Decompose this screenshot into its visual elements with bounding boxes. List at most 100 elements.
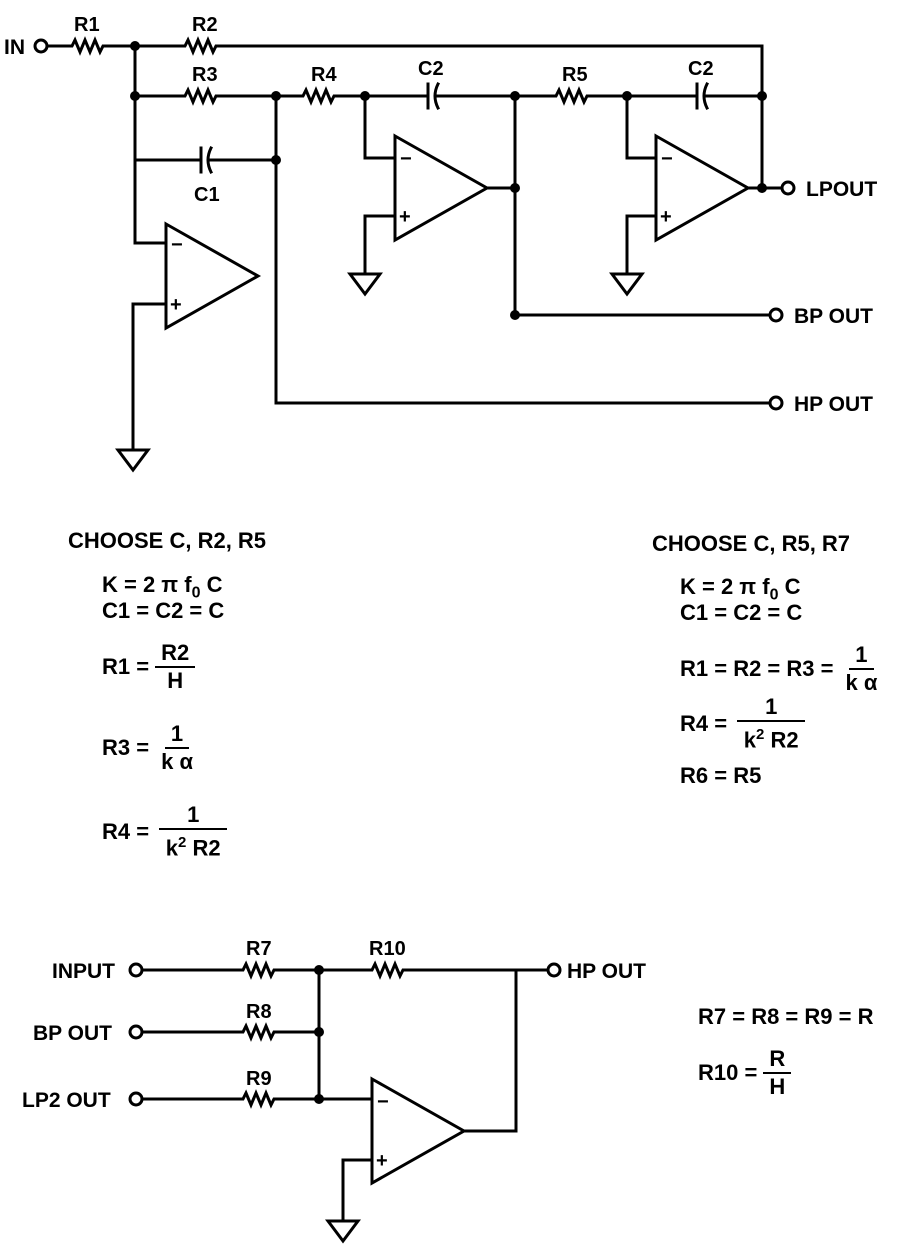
junction-dot [130, 41, 140, 51]
junction-dot [510, 183, 520, 193]
opamp-3 [654, 133, 752, 243]
lp2-out-label: LP2 OUT [22, 1089, 111, 1112]
left-r4-denominator: k2 R2 [160, 830, 227, 860]
r2-feedback-wire [133, 36, 764, 98]
r8-label: R8 [246, 1001, 272, 1023]
bp-out-label: BP OUT [794, 305, 873, 328]
bottom-schematic: INPUT R7 R10 HP OUT BP OUT R8 LP2 OUT R9… [22, 938, 646, 1244]
right-design-title: CHOOSE C, R5, R7 [652, 531, 851, 556]
hp-out-terminal [768, 395, 784, 411]
lp-out-label: LPOUT [806, 178, 877, 201]
opamp-summing-plus: + [376, 1150, 388, 1172]
opamp-3-plus: + [660, 206, 672, 228]
right-r4-den-k: k [743, 727, 757, 753]
left-r4-den-k: k [165, 835, 179, 861]
lp-out-terminal [780, 180, 796, 196]
r10-label: R10 [369, 938, 406, 960]
opamp-1-plus: + [170, 294, 182, 316]
summing-r10-lhs: R10 = [698, 1060, 758, 1085]
bottom-hp-out-label: HP OUT [567, 960, 646, 983]
left-design-title: CHOOSE C, R2, R5 [68, 528, 267, 553]
in-label: IN [4, 36, 25, 59]
r4-resistor [274, 86, 367, 106]
right-r123-denominator: k α [845, 670, 878, 695]
left-r1-lhs: R1 = [102, 654, 150, 679]
lp-out-wire [746, 94, 784, 190]
r3-label: R3 [192, 64, 218, 86]
junction-dot [271, 155, 281, 165]
right-r4-numerator: 1 [737, 695, 806, 722]
r1-resistor [45, 36, 137, 56]
left-vertical-wire [133, 44, 168, 245]
ground-2-icon [347, 272, 383, 297]
lp2-out-terminal [128, 1091, 144, 1107]
input-terminal [128, 962, 144, 978]
left-r4-den-sup: 2 [178, 834, 187, 851]
opamp-3-ground-wire [625, 214, 658, 276]
r8-resistor [140, 1022, 321, 1042]
left-k-tail: C [200, 572, 223, 597]
opamp-3-inv-wire [625, 94, 658, 160]
left-k-equation: K = 2 π f0 C [102, 572, 223, 602]
right-k-tail: C [778, 574, 801, 599]
opamp-summing [370, 1076, 468, 1186]
left-r3-numerator: 1 [164, 722, 190, 749]
right-k-subscript: 0 [769, 586, 779, 604]
r9-label: R9 [246, 1068, 272, 1090]
left-r1-denominator: H [167, 668, 184, 693]
opamp-2-minus: − [400, 148, 412, 170]
input-label: INPUT [52, 960, 115, 983]
hp-out-label: HP OUT [794, 393, 873, 416]
junction-dot [314, 1027, 324, 1037]
r5-resistor [513, 86, 629, 106]
junction-dot [510, 310, 520, 320]
junction-dot [757, 91, 767, 101]
opamp-1 [164, 221, 262, 331]
c1-capacitor [133, 145, 278, 175]
c1-label: C1 [194, 184, 220, 206]
right-r4-lhs: R4 = [680, 710, 728, 736]
bp-out-terminal [768, 307, 784, 323]
opamp-2-inv-wire [363, 94, 397, 160]
left-c-equation: C1 = C2 = C [102, 598, 225, 623]
junction-dot [130, 91, 140, 101]
junction-dot [510, 91, 520, 101]
right-r6-equation: R6 = R5 [680, 763, 762, 788]
in-terminal [33, 38, 49, 54]
opamp-summing-minus: − [377, 1091, 389, 1113]
opamp-summing-ground-wire [341, 1158, 374, 1223]
summing-r10-denominator: H [769, 1074, 786, 1099]
c2-first-capacitor [363, 81, 517, 111]
r3-resistor [133, 86, 278, 106]
junction-dot [360, 91, 370, 101]
r5-label: R5 [562, 64, 588, 86]
r4-label: R4 [311, 64, 337, 86]
bottom-bp-out-label: BP OUT [33, 1022, 112, 1045]
right-r123-numerator: 1 [849, 643, 874, 670]
right-k-equation: K = 2 π f0 C [680, 574, 801, 604]
summing-r10-numerator: R [763, 1047, 792, 1074]
bottom-bp-out-terminal [128, 1024, 144, 1040]
right-c-equation: C1 = C2 = C [680, 600, 803, 625]
hp-out-wire [274, 94, 772, 405]
left-r4-den-tail: R2 [186, 835, 221, 861]
right-r4-den-tail: R2 [764, 727, 799, 753]
top-schematic: IN R1 R2 R3 R4 C2 R5 C2 C1 HP OUT [4, 14, 877, 473]
opamp-2-ground-wire [363, 214, 397, 276]
right-r123-lhs: R1 = R2 = R3 = [680, 656, 834, 681]
junction-dot [314, 965, 324, 975]
c2-second-capacitor [625, 81, 764, 111]
right-k-text: K = 2 π f [680, 574, 770, 599]
junction-dot [314, 1094, 324, 1104]
junction-dot [622, 91, 632, 101]
ground-4-icon [325, 1219, 361, 1244]
